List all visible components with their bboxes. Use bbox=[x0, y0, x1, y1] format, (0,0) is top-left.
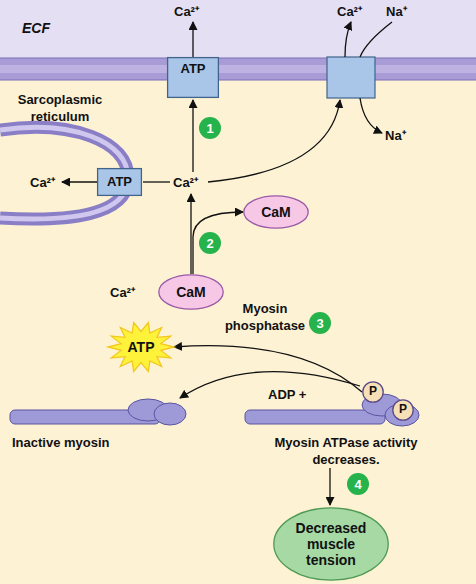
node-text: Decreased muscle tension bbox=[287, 520, 375, 568]
membrane-core bbox=[0, 65, 476, 73]
enzyme-label: Myosin phosphatase bbox=[215, 300, 315, 334]
ion-label: Ca²⁺ bbox=[173, 174, 198, 191]
ion-label: Ca²⁺ bbox=[337, 3, 362, 20]
ion-label: Na⁺ bbox=[385, 127, 406, 144]
flow-arrow bbox=[329, 468, 330, 505]
callout-number: 2 bbox=[199, 232, 221, 254]
phosphate-circle: P bbox=[392, 399, 414, 421]
atp-star-shape bbox=[108, 323, 174, 372]
region-label: ECF bbox=[22, 20, 50, 37]
flow-arrow bbox=[345, 22, 351, 57]
ion-label: Na⁺ bbox=[386, 3, 407, 20]
ecf-region bbox=[0, 0, 476, 58]
exchanger-box bbox=[327, 57, 375, 98]
pump-box: ATP bbox=[167, 57, 219, 98]
pump-box-shape bbox=[168, 58, 219, 98]
result-oval: Decreased muscle tension bbox=[273, 507, 389, 581]
reaction-label: ADP + bbox=[268, 386, 306, 403]
membrane-edge bbox=[0, 58, 476, 59]
effect-label: Myosin ATPase activity decreases. bbox=[256, 434, 436, 468]
atp-star: ATP bbox=[108, 322, 174, 372]
flow-arrow bbox=[192, 100, 193, 172]
node-text: ATP bbox=[180, 62, 205, 77]
pump-box: ATP bbox=[97, 168, 142, 196]
ion-label: Ca²⁺ bbox=[30, 174, 55, 191]
pump-box-shape bbox=[98, 169, 142, 196]
cell-membrane bbox=[0, 58, 476, 80]
calmodulin-oval-shape bbox=[244, 196, 308, 228]
ion-label: Ca²⁺ bbox=[110, 284, 135, 301]
structure-label: Sarcoplasmic reticulum bbox=[8, 91, 112, 125]
structure-label: Inactive myosin bbox=[12, 434, 110, 451]
calmodulin-oval-shape bbox=[159, 275, 223, 309]
myosin-head bbox=[154, 403, 186, 425]
node-text: CaM bbox=[176, 284, 206, 300]
flow-arrow bbox=[62, 181, 97, 182]
calmodulin-oval: CaM bbox=[243, 195, 309, 229]
phosphate-circle-shape bbox=[363, 382, 383, 402]
node-text: ATP bbox=[107, 175, 132, 190]
flow-arrow bbox=[174, 346, 362, 392]
callout-number: 3 bbox=[309, 312, 331, 334]
flow-arrow bbox=[360, 98, 382, 133]
calmodulin-oval: CaM bbox=[158, 274, 224, 310]
callout-number: 1 bbox=[199, 117, 221, 139]
phosphate-circle-shape bbox=[393, 400, 413, 420]
callout-number: 4 bbox=[347, 473, 369, 495]
node-text: ATP bbox=[128, 339, 155, 355]
flow-arrow bbox=[190, 194, 191, 274]
myosin-head bbox=[385, 404, 419, 426]
result-oval-shape bbox=[274, 508, 388, 580]
node-text: P bbox=[369, 385, 377, 399]
ion-label: Ca²⁺ bbox=[174, 3, 199, 20]
flow-arrow bbox=[192, 22, 193, 57]
flow-line bbox=[143, 181, 170, 182]
phosphate-circle: P bbox=[362, 381, 384, 403]
node-text: CaM bbox=[261, 204, 291, 220]
flow-line bbox=[360, 22, 392, 57]
membrane-edge bbox=[0, 80, 476, 81]
node-text: P bbox=[399, 403, 407, 417]
flow-arrow bbox=[208, 100, 340, 182]
flow-arrow bbox=[193, 212, 243, 274]
myosin-tail bbox=[245, 410, 385, 424]
